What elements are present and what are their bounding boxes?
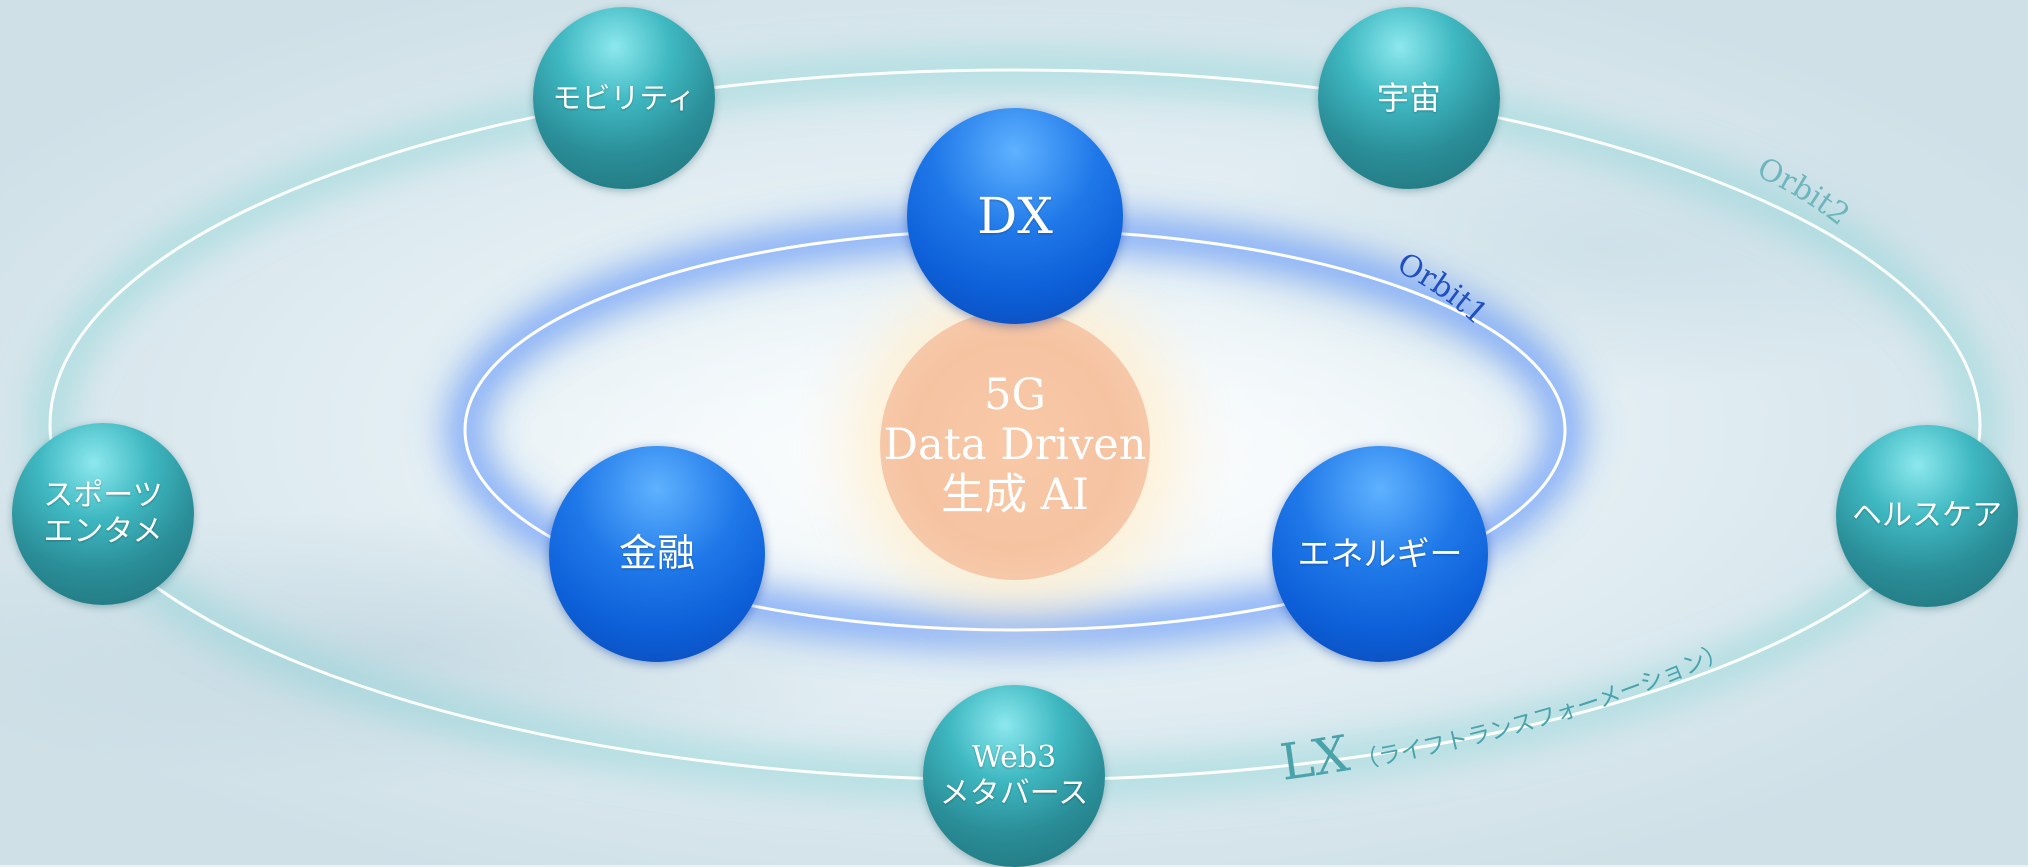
planet-sports-entertainment: スポーツ エンタメ — [12, 423, 194, 605]
planet-sports-label: スポーツ — [43, 478, 163, 513]
planet-dx: DX — [907, 108, 1123, 324]
planet-energy: エネルギー — [1272, 446, 1488, 662]
planet-space: 宇宙 — [1318, 7, 1500, 189]
planet-mobility: モビリティ — [533, 7, 715, 189]
planet-finance: 金融 — [549, 446, 765, 662]
center-label-generative-ai: 生成 AI — [941, 470, 1089, 520]
planet-energy-label: エネルギー — [1297, 534, 1463, 574]
planet-web3-metaverse: Web3 メタバース — [923, 685, 1105, 867]
planet-finance-label: 金融 — [618, 531, 695, 576]
planet-healthcare-label: ヘルスケア — [1852, 498, 2002, 533]
planet-mobility-label: モビリティ — [552, 80, 696, 115]
planet-metaverse-label: メタバース — [939, 776, 1089, 811]
planet-space-label: 宇宙 — [1376, 78, 1441, 117]
center-label-data-driven: Data Driven — [883, 420, 1147, 470]
planet-dx-label: DX — [977, 187, 1053, 245]
planet-web3-label: Web3 — [971, 740, 1057, 775]
center-label-5g: 5G — [984, 370, 1046, 420]
planet-healthcare: ヘルスケア — [1836, 425, 2018, 607]
center-core: 5G Data Driven 生成 AI — [880, 310, 1150, 580]
planet-entertainment-label: エンタメ — [43, 514, 163, 549]
